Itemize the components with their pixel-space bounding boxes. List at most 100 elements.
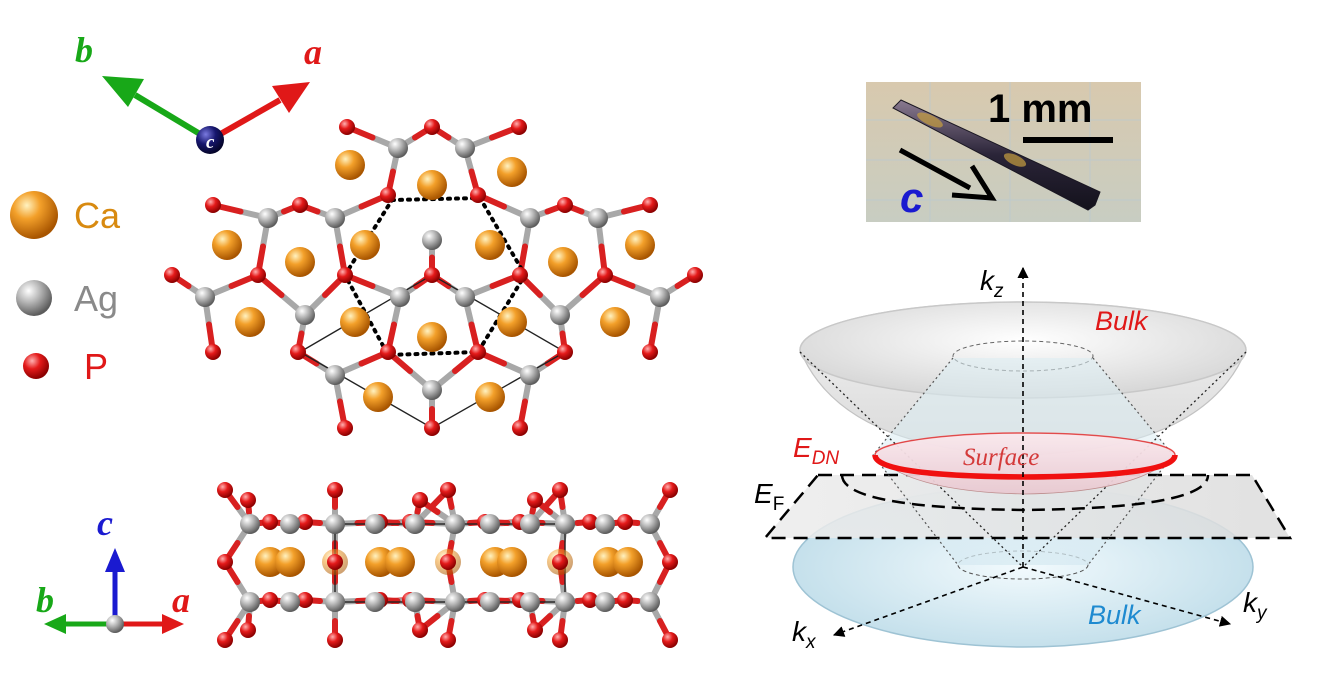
ca-atom xyxy=(363,382,393,412)
ag-atom xyxy=(325,208,345,228)
p-atom xyxy=(290,344,306,360)
p-atom xyxy=(470,344,486,360)
p-atom xyxy=(337,420,353,436)
axis-c-label: c xyxy=(206,132,215,153)
p-atom xyxy=(582,592,598,608)
kz-label: kz xyxy=(980,265,1004,302)
ag-atom xyxy=(258,208,278,228)
ef-label: EF xyxy=(754,478,784,515)
ag-atom xyxy=(650,287,670,307)
ca-atom xyxy=(548,247,578,277)
ca-atom xyxy=(475,230,505,260)
axis-c-marker xyxy=(196,126,224,154)
p-atom xyxy=(617,514,633,530)
ca-atom xyxy=(275,547,305,577)
ag-atom xyxy=(445,514,465,534)
p-atom xyxy=(217,482,233,498)
p-atom xyxy=(662,632,678,648)
ag-atom xyxy=(445,592,465,612)
photo-axis-label: c xyxy=(900,174,923,221)
axis-b-shaft xyxy=(133,92,212,143)
nodal-line-cone-diagram: kz kx ky Bulk Bulk Surface EDN EF xyxy=(754,265,1293,653)
ca-atom xyxy=(340,307,370,337)
p-atom xyxy=(527,622,543,638)
inner-cone-edge xyxy=(1087,454,1174,566)
axis-b2-label: b xyxy=(36,580,54,620)
p-atom xyxy=(262,592,278,608)
ag-atom xyxy=(390,287,410,307)
crystal-structure-side-view xyxy=(217,482,678,648)
outer-cone-edge xyxy=(1022,351,1247,568)
axis-c2-label: c xyxy=(97,503,113,543)
p-atom xyxy=(687,267,703,283)
p-atom xyxy=(597,267,613,283)
p-atom xyxy=(240,492,256,508)
ag-atom xyxy=(325,514,345,534)
atom-legend: Ca Ag P xyxy=(10,191,121,387)
ca-atom xyxy=(285,247,315,277)
ag-atom xyxy=(325,365,345,385)
p-atom xyxy=(527,492,543,508)
ag-atom xyxy=(240,514,260,534)
p-atom xyxy=(297,514,313,530)
p-atom xyxy=(412,622,428,638)
ag-atom xyxy=(555,592,575,612)
ag-atom xyxy=(455,287,475,307)
p-atom xyxy=(424,267,440,283)
legend-ag-swatch xyxy=(16,280,52,316)
p-atom xyxy=(440,482,456,498)
legend-ag-label: Ag xyxy=(74,278,118,319)
nodal-line-ring xyxy=(872,454,1178,480)
ky-label: ky xyxy=(1243,587,1268,624)
ca-atom xyxy=(350,230,380,260)
ag-atom xyxy=(455,138,475,158)
p-atom xyxy=(205,344,221,360)
fermi-contour xyxy=(840,474,1210,512)
p-atom xyxy=(512,420,528,436)
crystal-gold-contact xyxy=(1003,153,1027,167)
axis-a-arrowhead xyxy=(272,82,310,113)
crystal-structure-top-view xyxy=(164,119,703,436)
p-atom xyxy=(642,344,658,360)
p-atom xyxy=(262,514,278,530)
p-atom xyxy=(164,267,180,283)
p-atom xyxy=(557,197,573,213)
legend-p-label: P xyxy=(84,346,108,387)
p-atom xyxy=(327,632,343,648)
c-direction-arrowhead xyxy=(951,164,997,201)
ca-atom xyxy=(417,322,447,352)
p-atom xyxy=(440,554,456,570)
ag-atom xyxy=(405,592,425,612)
ag-atom xyxy=(588,208,608,228)
ag-atom xyxy=(595,592,615,612)
axis-c2-arrowhead xyxy=(105,548,125,572)
axis-a2-label: a xyxy=(172,580,190,620)
p-atom xyxy=(552,554,568,570)
ag-atom xyxy=(520,592,540,612)
ag-atom xyxy=(520,365,540,385)
nodal-line-ring-back xyxy=(874,432,1176,456)
ca-atom xyxy=(600,307,630,337)
inner-cone-edge xyxy=(872,454,959,566)
ag-atom xyxy=(555,514,575,534)
ag-atom xyxy=(195,287,215,307)
ag-atom xyxy=(365,514,385,534)
crystal-gold-contact xyxy=(917,112,943,128)
ag-atom xyxy=(480,514,500,534)
ca-atom xyxy=(235,307,265,337)
top-axes: c b a xyxy=(75,30,322,154)
c-direction-shaft xyxy=(898,147,972,191)
surface-label: Surface xyxy=(963,444,1039,471)
legend-p-swatch xyxy=(23,353,49,379)
crystal-rod xyxy=(892,99,1101,211)
ca-atom xyxy=(335,150,365,180)
p-atom xyxy=(412,492,428,508)
ca-atom xyxy=(625,230,655,260)
p-atom xyxy=(217,632,233,648)
ag-atom xyxy=(388,138,408,158)
ag-atom xyxy=(480,592,500,612)
p-atom xyxy=(217,554,233,570)
p-atom xyxy=(339,119,355,135)
ca-atom xyxy=(497,547,527,577)
p-atom xyxy=(617,592,633,608)
